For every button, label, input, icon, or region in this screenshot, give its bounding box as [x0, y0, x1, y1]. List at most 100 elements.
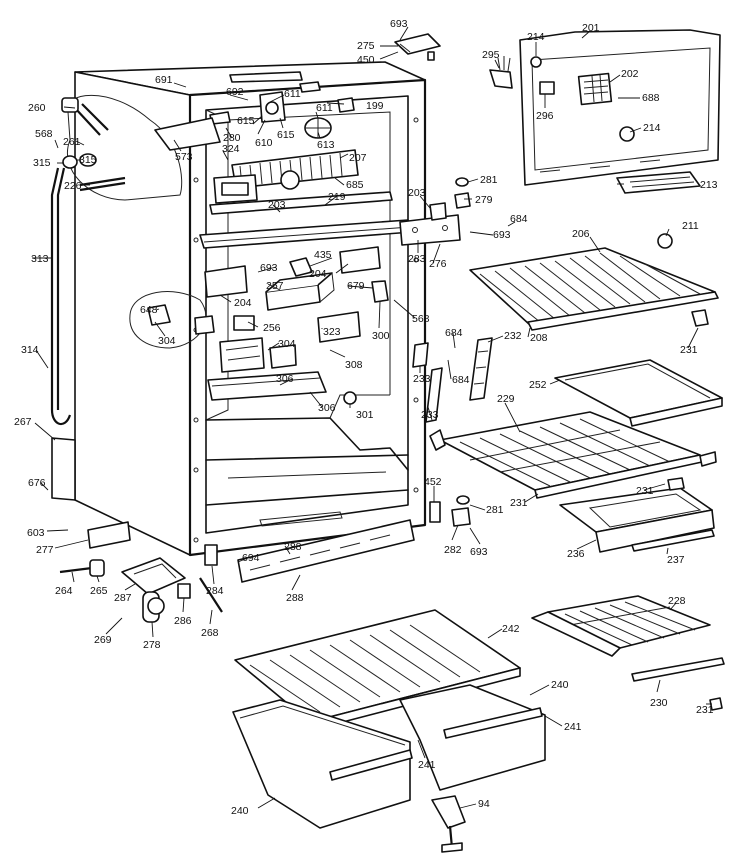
part-679-label: 679 [347, 280, 365, 292]
part-199-label: 199 [366, 100, 384, 112]
part-260-label: 260 [28, 102, 46, 114]
part-615-label: 615 [237, 115, 255, 127]
part-306-label: 306 [276, 373, 294, 385]
part-284-label: 284 [206, 585, 224, 597]
part-94-label: 94 [478, 798, 490, 810]
part-568-label: 568 [35, 128, 53, 140]
part-214b-label: 214 [643, 122, 661, 134]
part-240-label: 240 [551, 679, 569, 691]
part-693-label: 693 [390, 18, 408, 30]
part-314-label: 314 [21, 344, 39, 356]
freezer-controls [154, 71, 355, 151]
part-241-label: 241 [564, 721, 582, 733]
part-613-label: 613 [317, 139, 335, 151]
part-573-label: 573 [175, 151, 193, 163]
part-279-label: 279 [475, 194, 493, 206]
part-236-label: 236 [567, 548, 585, 560]
part-611b-label: 611 [316, 102, 333, 114]
part-693d-label: 693 [470, 546, 488, 558]
part-315-label: 315 [79, 154, 97, 166]
part-226-label: 226 [64, 180, 82, 192]
part-684c-label: 684 [452, 374, 470, 386]
part-288-label: 288 [284, 541, 302, 553]
part-269-label: 269 [94, 634, 112, 646]
part-214-label: 214 [527, 31, 545, 43]
part-684b-label: 684 [445, 327, 463, 339]
part-241b-label: 241 [418, 759, 436, 771]
part-202-label: 202 [621, 68, 639, 80]
part-452-label: 452 [424, 476, 442, 488]
part-268-label: 268 [201, 627, 219, 639]
part-233-label: 233 [413, 373, 431, 385]
part-450-label: 450 [357, 54, 375, 66]
part-684-label: 684 [510, 213, 528, 225]
part-219-label: 219 [328, 191, 346, 203]
part-261-label: 261 [63, 136, 81, 148]
cabinet-body [74, 61, 427, 557]
shelves [429, 233, 723, 553]
part-204b-label: 204 [234, 297, 252, 309]
part-281b-label: 281 [486, 504, 504, 516]
water-tube-assembly [50, 94, 183, 426]
part-676-label: 676 [28, 477, 46, 489]
drawers [232, 595, 725, 853]
part-203-label: 203 [408, 187, 426, 199]
part-692-label: 692 [226, 86, 244, 98]
part-568b-label: 568 [412, 313, 430, 325]
part-300-label: 300 [372, 330, 390, 342]
part-288b-label: 288 [286, 592, 304, 604]
part-694-label: 694 [242, 552, 260, 564]
part-242-label: 242 [502, 623, 520, 635]
part-287-label: 287 [114, 592, 132, 604]
part-204-label: 204 [309, 268, 327, 280]
part-213-label: 213 [700, 179, 718, 191]
part-203b-label: 203 [268, 199, 286, 211]
part-207-label: 207 [349, 152, 367, 164]
part-211-label: 211 [682, 220, 699, 232]
part-265-label: 265 [90, 585, 108, 597]
part-281-label: 281 [480, 174, 498, 186]
part-691-label: 691 [155, 74, 173, 86]
freezer-panel [394, 29, 721, 194]
part-208-label: 208 [530, 332, 548, 344]
part-229-label: 229 [497, 393, 515, 405]
part-693c-label: 693 [260, 262, 278, 274]
part-306b-label: 306 [318, 402, 336, 414]
part-256-label: 256 [263, 322, 281, 334]
part-labels: 693 275 450 201 214 295 202 688 296 214 … [14, 18, 718, 817]
part-264-label: 264 [55, 585, 73, 597]
part-615b-label: 615 [277, 129, 295, 141]
part-603-label: 603 [27, 527, 45, 539]
part-201-label: 201 [582, 22, 600, 34]
leader-lines [32, 26, 712, 809]
part-308-label: 308 [345, 359, 363, 371]
part-276-label: 276 [429, 258, 447, 270]
part-283-label: 283 [408, 253, 426, 265]
part-296-label: 296 [536, 110, 554, 122]
part-315b-label: 315 [33, 157, 51, 169]
part-282-label: 282 [444, 544, 462, 556]
part-688-label: 688 [642, 92, 660, 104]
part-228-label: 228 [668, 595, 686, 607]
part-304b-label: 304 [278, 338, 296, 350]
base-parts [51, 437, 415, 623]
part-280-label: 280 [223, 132, 241, 144]
part-685-label: 685 [346, 179, 364, 191]
part-611-label: 611 [284, 88, 301, 100]
part-231-label: 231 [680, 344, 698, 356]
part-257-label: 257 [266, 280, 284, 292]
part-648-label: 648 [140, 304, 158, 316]
part-206-label: 206 [572, 228, 590, 240]
part-301-label: 301 [356, 409, 374, 421]
part-237-label: 237 [667, 554, 685, 566]
part-435-label: 435 [314, 249, 332, 261]
part-231d-label: 231 [696, 704, 714, 716]
part-277-label: 277 [36, 544, 54, 556]
part-231b-label: 231 [636, 485, 654, 497]
part-240b-label: 240 [231, 805, 249, 817]
part-693b-label: 693 [493, 229, 511, 241]
part-230-label: 230 [650, 697, 668, 709]
part-252-label: 252 [529, 379, 547, 391]
part-275-label: 275 [357, 40, 375, 52]
